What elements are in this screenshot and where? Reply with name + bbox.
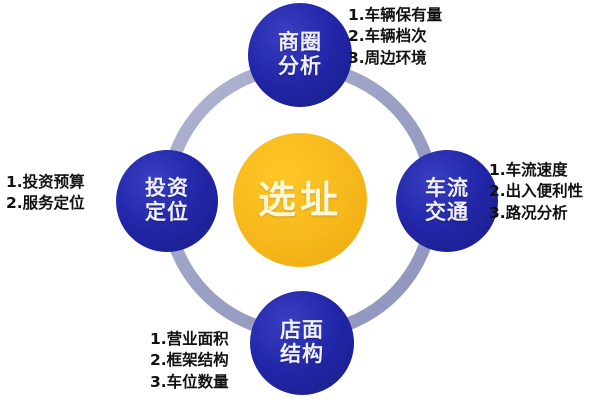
callout-bottom-item-2: 2.框架结构 [150,351,229,370]
node-top-line2: 分析 [278,54,322,78]
callout-left: 1.投资预算 2.服务定位 [6,172,85,215]
callout-bottom-item-3: 3.车位数量 [150,372,229,391]
callout-left-item-1: 1.投资预算 [6,173,85,191]
node-right-line2: 交通 [425,200,469,224]
node-left[interactable]: 投资 定位 [116,150,218,252]
callout-right-item-2: 2.出入便利性 [489,182,584,201]
node-center-label: 选址 [257,177,342,222]
node-center[interactable]: 选址 [233,133,367,267]
node-bottom-line1: 店面 [280,318,324,343]
node-top[interactable]: 商圈 分析 [248,3,352,107]
node-left-line1: 投资 [145,176,189,201]
callout-left-item-2: 2.服务定位 [6,194,85,213]
node-left-line2: 定位 [145,200,189,224]
callout-right: 1.车流速度 2.出入便利性 3.路况分析 [489,160,583,224]
callout-right-item-1: 1.车流速度 [489,161,568,179]
callout-bottom-item-1: 1.营业面积 [150,330,229,348]
callout-top-right-item-3: 3.周边环境 [348,48,427,67]
callout-right-item-3: 3.路况分析 [489,203,568,222]
callout-bottom: 1.营业面积 2.框架结构 3.车位数量 [150,329,229,393]
callout-top-right-item-2: 2.车辆档次 [348,27,427,46]
node-top-line1: 商圈 [278,30,322,55]
node-bottom-line2: 结构 [280,342,324,366]
node-bottom[interactable]: 店面 结构 [250,291,354,395]
callout-top-right-item-1: 1.车辆保有量 [348,6,443,24]
node-right-line1: 车流 [425,176,469,201]
node-right[interactable]: 车流 交通 [396,150,498,252]
callout-top-right: 1.车辆保有量 2.车辆档次 3.周边环境 [348,5,442,69]
